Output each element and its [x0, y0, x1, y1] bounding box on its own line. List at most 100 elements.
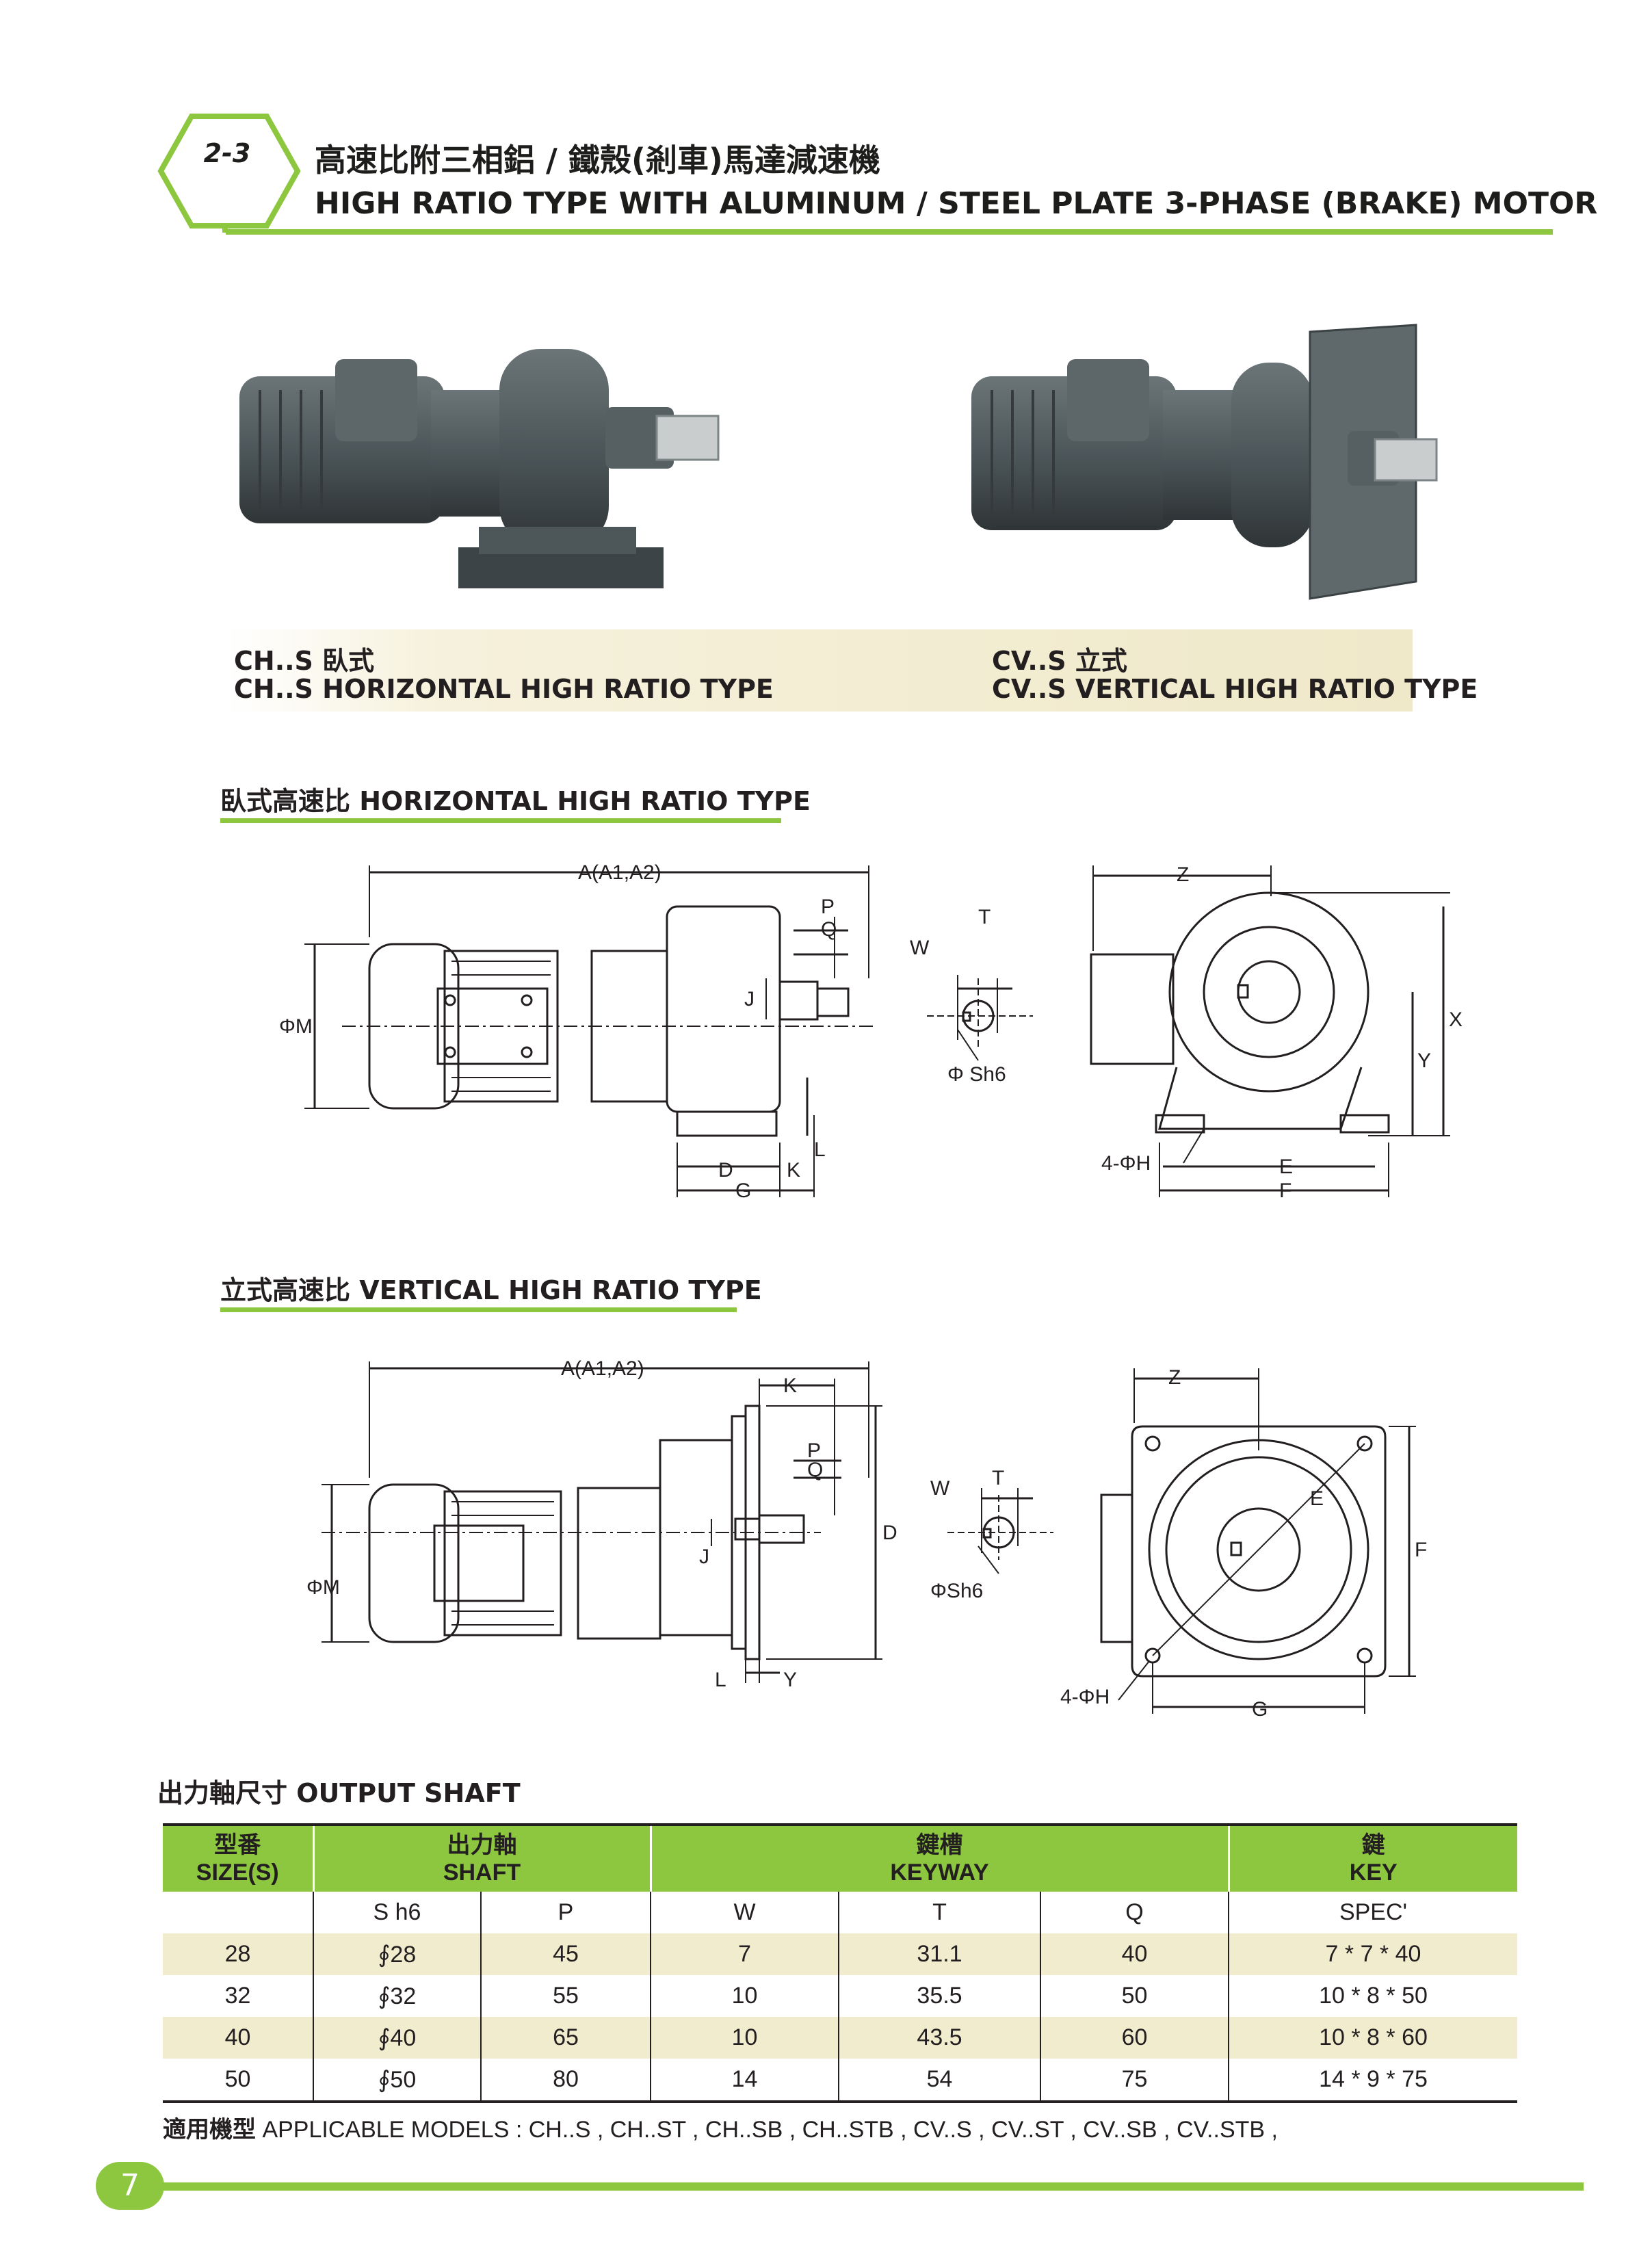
dim-w: W — [910, 937, 930, 959]
dim-a: A(A1,A2) — [578, 861, 661, 884]
v-dim-k: K — [783, 1374, 797, 1397]
table-cell: 75 — [1040, 2059, 1229, 2103]
table-cell: 65 — [480, 2017, 651, 2059]
table-cell: 43.5 — [838, 2017, 1040, 2059]
horizontal-dimension-drawing: A(A1,A2) ΦM P Q J D G K L W T Φ Sh6 Z X … — [279, 861, 1463, 1202]
table-cell: 50 — [163, 2059, 313, 2103]
table-cell: T — [838, 1892, 1040, 1933]
table-row: 28 ∮28 45 7 31.1 40 7 * 7 * 40 — [163, 1933, 1517, 1975]
table-cell: 14 * 9 * 75 — [1228, 2059, 1517, 2103]
dim-m: ΦM — [279, 1015, 313, 1038]
title-underline — [226, 229, 1553, 235]
footer-rule — [103, 2182, 1584, 2191]
left-caption-en: CH..S HORIZONTAL HIGH RATIO TYPE — [234, 674, 774, 704]
table-cell — [163, 1892, 313, 1933]
v-dim-p: P — [807, 1439, 821, 1462]
table-cell: ∮32 — [313, 1975, 481, 2017]
table-cell: 14 — [650, 2059, 839, 2103]
v-dim-q: Q — [807, 1459, 823, 1481]
photo-caption-band — [226, 629, 1413, 712]
right-caption-en: CV..S VERTICAL HIGH RATIO TYPE — [992, 674, 1478, 704]
dim-h: 4-ΦH — [1101, 1152, 1151, 1175]
table-cell: 54 — [838, 2059, 1040, 2103]
v-dim-t: T — [992, 1467, 1004, 1489]
table-cell: 10 — [650, 2017, 839, 2059]
dim-z: Z — [1177, 863, 1189, 886]
table-cell: Q — [1040, 1892, 1229, 1933]
v-dim-z: Z — [1168, 1366, 1181, 1389]
table-cell: 40 — [163, 2017, 313, 2059]
horizontal-motor-photo — [239, 349, 720, 588]
table-cell: 31.1 — [838, 1933, 1040, 1975]
table-cell: 35.5 — [838, 1975, 1040, 2017]
applicable-label: 適用機型 — [163, 2116, 256, 2143]
table-cell: 40 — [1040, 1933, 1229, 1975]
table-row: 50 ∮50 80 14 54 75 14 * 9 * 75 — [163, 2059, 1517, 2103]
table-subheader-row: S h6 P W T Q SPEC' — [163, 1892, 1517, 1933]
table-cell: W — [650, 1892, 839, 1933]
dim-t: T — [978, 906, 991, 928]
dim-k: K — [787, 1159, 800, 1182]
v-dim-g: G — [1252, 1698, 1268, 1721]
dim-y: Y — [1417, 1049, 1431, 1072]
table-cell: ∮50 — [313, 2059, 481, 2103]
dim-p: P — [821, 896, 835, 918]
dim-l: L — [814, 1138, 826, 1161]
v-dim-a: A(A1,A2) — [561, 1357, 644, 1380]
table-cell: 80 — [480, 2059, 651, 2103]
table-row: 32 ∮32 55 10 35.5 50 10 * 8 * 50 — [163, 1975, 1517, 2017]
dim-j: J — [744, 988, 755, 1010]
table-cell: 55 — [480, 1975, 651, 2017]
horizontal-heading: 臥式高速比 HORIZONTAL HIGH RATIO TYPE — [220, 786, 811, 816]
table-cell: 60 — [1040, 2017, 1229, 2059]
vertical-motor-photo — [971, 324, 1438, 600]
dim-e: E — [1279, 1156, 1293, 1178]
table-cell: 10 * 8 * 60 — [1228, 2017, 1517, 2059]
table-cell: 7 — [650, 1933, 839, 1975]
dim-g: G — [735, 1179, 751, 1202]
v-dim-m: ΦM — [306, 1576, 340, 1599]
table-cell: 28 — [163, 1933, 313, 1975]
v-dim-j: J — [699, 1545, 709, 1568]
dim-f: F — [1279, 1179, 1292, 1202]
table-cell: P — [480, 1892, 651, 1933]
right-caption-cn: CV..S 立式 — [992, 646, 1127, 676]
vertical-heading: 立式高速比 VERTICAL HIGH RATIO TYPE — [220, 1275, 762, 1305]
v-dim-e: E — [1310, 1487, 1324, 1510]
page-title-en: HIGH RATIO TYPE WITH ALUMINUM / STEEL PL… — [315, 186, 1598, 221]
vertical-dimension-drawing: A(A1,A2) K P Q D J ΦM L Y W T ΦSh6 Z E F… — [306, 1357, 1427, 1721]
dim-sh6: Φ Sh6 — [947, 1063, 1006, 1086]
table-cell: ∮28 — [313, 1933, 481, 1975]
section-badge — [157, 114, 301, 233]
table-cell: 32 — [224, 1983, 251, 2009]
table-cell: 7 * 7 * 40 — [1228, 1933, 1517, 1975]
vertical-heading-rule — [220, 1307, 737, 1312]
dim-d: D — [718, 1159, 733, 1182]
horizontal-heading-rule — [220, 818, 781, 823]
section-number: 2-3 — [203, 138, 251, 168]
v-dim-h: 4-ΦH — [1060, 1686, 1110, 1708]
table-cell: ∮40 — [313, 2017, 481, 2059]
dim-q: Q — [821, 918, 837, 941]
table-cell: 45 — [480, 1933, 651, 1975]
left-caption-cn: CH..S 臥式 — [234, 646, 375, 676]
applicable-text: APPLICABLE MODELS : CH..S , CH..ST , CH.… — [262, 2117, 1278, 2143]
v-dim-d: D — [882, 1522, 897, 1544]
table-cell: S h6 — [313, 1892, 481, 1933]
table-cell: SPEC' — [1228, 1892, 1517, 1933]
v-dim-l: L — [715, 1669, 726, 1691]
output-shaft-title: 出力軸尺寸 OUTPUT SHAFT — [157, 1778, 521, 1808]
applicable-models: 適用機型 APPLICABLE MODELS : CH..S , CH..ST … — [163, 2111, 1278, 2144]
v-dim-y: Y — [783, 1669, 797, 1691]
table-cell: 50 — [1040, 1975, 1229, 2017]
dim-x: X — [1449, 1008, 1463, 1031]
v-dim-sh6: ΦSh6 — [930, 1580, 983, 1602]
page-number: 7 — [96, 2162, 164, 2210]
v-dim-f: F — [1415, 1539, 1427, 1561]
table-row: 40 ∮40 65 10 43.5 60 10 * 8 * 60 — [163, 2017, 1517, 2059]
